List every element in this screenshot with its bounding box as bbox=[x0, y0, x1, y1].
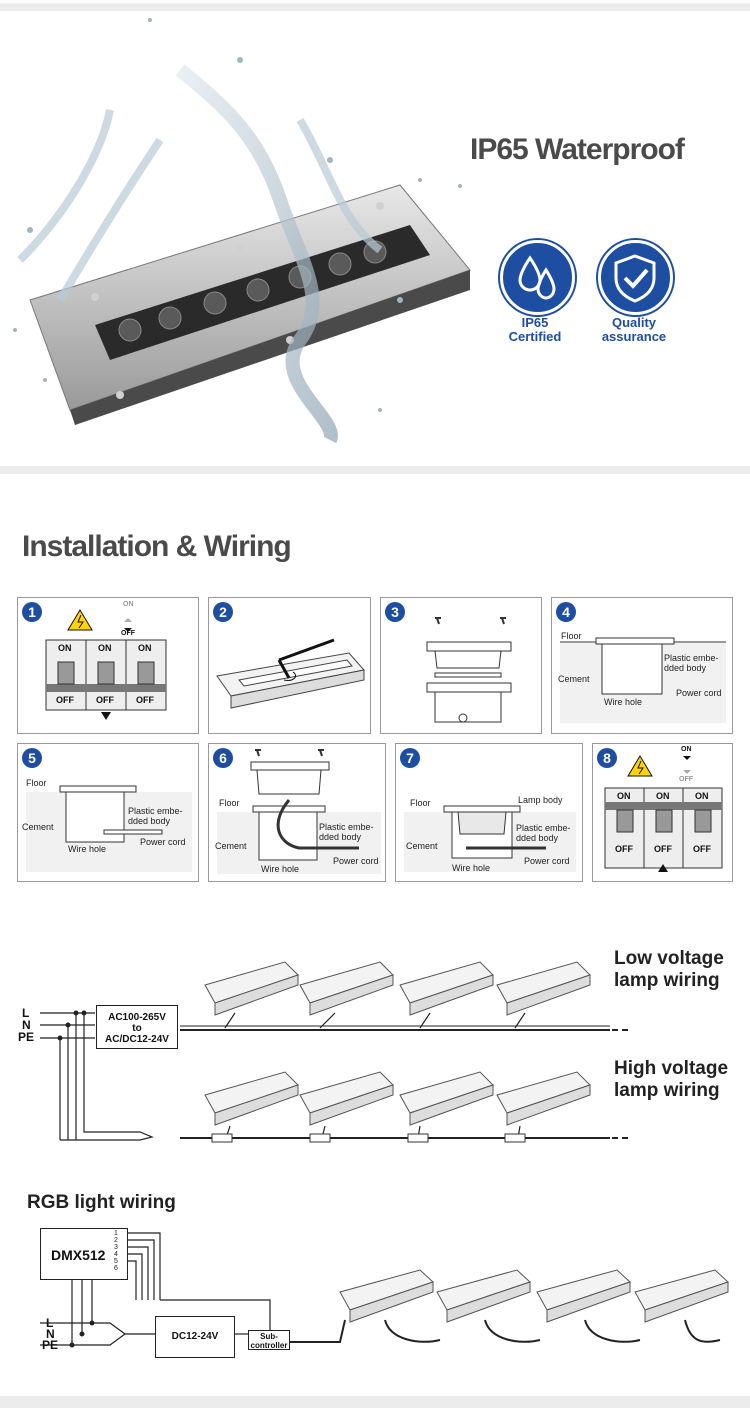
sub-controller-box: Sub-controller bbox=[248, 1330, 290, 1350]
power-cord-label: Power cord bbox=[524, 856, 570, 866]
cement-label: Cement bbox=[558, 674, 590, 684]
lamp-connection-diagram bbox=[217, 749, 381, 874]
wire-hole-label: Wire hole bbox=[261, 864, 300, 874]
step-number: 8 bbox=[597, 748, 617, 768]
step-number: 1 bbox=[22, 602, 42, 622]
hero-lamp-illustration bbox=[13, 18, 471, 444]
step-number: 6 bbox=[213, 748, 233, 768]
n-terminal: N bbox=[22, 1018, 31, 1032]
lamp-body-label: Lamp body bbox=[518, 795, 563, 805]
plastic-label: Plastic embe-dded body bbox=[516, 823, 571, 843]
step-number: 7 bbox=[400, 748, 420, 768]
off-label: OFF bbox=[56, 695, 74, 705]
lamp-removal-diagram bbox=[216, 638, 365, 709]
cement-label: Cement bbox=[215, 841, 247, 851]
step-number: 2 bbox=[213, 602, 233, 622]
on-label: ON bbox=[98, 643, 112, 653]
step-6-panel: 6 Floor Cement Plastic embe-dded body Po… bbox=[208, 743, 386, 882]
off-label: OFF bbox=[693, 844, 711, 854]
wire-hole-label: Wire hole bbox=[452, 863, 491, 873]
on-label: ON bbox=[656, 791, 670, 801]
floor-label: Floor bbox=[561, 631, 582, 641]
off-label: OFF bbox=[96, 695, 114, 705]
off-hint: OFF bbox=[121, 630, 135, 637]
l-terminal: L bbox=[46, 1316, 54, 1330]
off-hint: OFF bbox=[679, 776, 693, 783]
breaker-off-diagram bbox=[45, 609, 167, 720]
on-hint: ON bbox=[681, 746, 692, 753]
bottom-band bbox=[0, 1396, 750, 1408]
off-label: OFF bbox=[136, 695, 154, 705]
floor-label: Floor bbox=[219, 798, 240, 808]
pe-terminal: PE bbox=[18, 1030, 35, 1044]
power-cord-label: Power cord bbox=[676, 688, 722, 698]
cement-label: Cement bbox=[22, 822, 54, 832]
plastic-label: Plastic embe-dded body bbox=[664, 653, 719, 673]
plastic-label: Plastic embe-dded body bbox=[128, 806, 183, 826]
on-label: ON bbox=[695, 791, 709, 801]
pe-terminal: PE bbox=[42, 1338, 59, 1352]
wire-hole-label: Wire hole bbox=[604, 697, 643, 707]
step-7-panel: 7 Floor Lamp body Cement Plastic embe-dd… bbox=[395, 743, 583, 882]
mid-band bbox=[0, 466, 750, 474]
dmx-controller: DMX512 bbox=[40, 1228, 128, 1280]
off-label: OFF bbox=[654, 844, 672, 854]
floor-label: Floor bbox=[410, 798, 431, 808]
step-number: 5 bbox=[22, 748, 42, 768]
l-terminal: L bbox=[22, 1006, 30, 1020]
breaker-on-diagram bbox=[604, 755, 723, 872]
embedded-body-cord-diagram bbox=[26, 785, 192, 872]
step-1-panel: 1 ON ON ON OFF OFF OFF ON OFF bbox=[17, 597, 199, 734]
on-label: ON bbox=[138, 643, 152, 653]
step-4-panel: 4 Floor Cement Plastic embe-dded body Po… bbox=[551, 597, 733, 734]
off-label: OFF bbox=[615, 844, 633, 854]
power-cord-label: Power cord bbox=[333, 856, 379, 866]
plastic-label: Plastic embe-dded body bbox=[319, 822, 374, 842]
section-title: Installation & Wiring bbox=[22, 530, 292, 563]
n-terminal: N bbox=[46, 1327, 55, 1341]
page-title: IP65 Waterproof bbox=[470, 133, 685, 166]
lamp-separation-diagram bbox=[426, 617, 512, 723]
step-5-panel: 5 Floor Cement Plastic embe-dded body Po… bbox=[17, 743, 199, 882]
water-drop-icon bbox=[518, 255, 556, 300]
power-cord-label: Power cord bbox=[140, 837, 186, 847]
step-3-panel: 3 bbox=[380, 597, 542, 734]
lamp-installed-diagram bbox=[404, 805, 576, 872]
shield-check-icon bbox=[614, 254, 656, 303]
dc-power-box: DC12-24V bbox=[155, 1316, 235, 1358]
floor-label: Floor bbox=[26, 778, 47, 788]
ip65-badge bbox=[500, 240, 575, 315]
cement-label: Cement bbox=[406, 841, 438, 851]
step-8-panel: 8 ON ON ON OFF OFF OFF ON OFF bbox=[592, 743, 733, 882]
step-2-panel: 2 bbox=[208, 597, 371, 734]
on-label: ON bbox=[58, 643, 72, 653]
on-label: ON bbox=[617, 791, 631, 801]
step-number: 3 bbox=[385, 602, 405, 622]
step-number: 4 bbox=[556, 602, 576, 622]
on-hint: ON bbox=[123, 601, 134, 608]
rgb-title: RGB light wiring bbox=[27, 1192, 176, 1213]
quality-badge bbox=[598, 240, 673, 315]
embedded-body-diagram bbox=[560, 637, 726, 723]
top-band bbox=[0, 3, 750, 11]
wire-hole-label: Wire hole bbox=[68, 844, 107, 854]
